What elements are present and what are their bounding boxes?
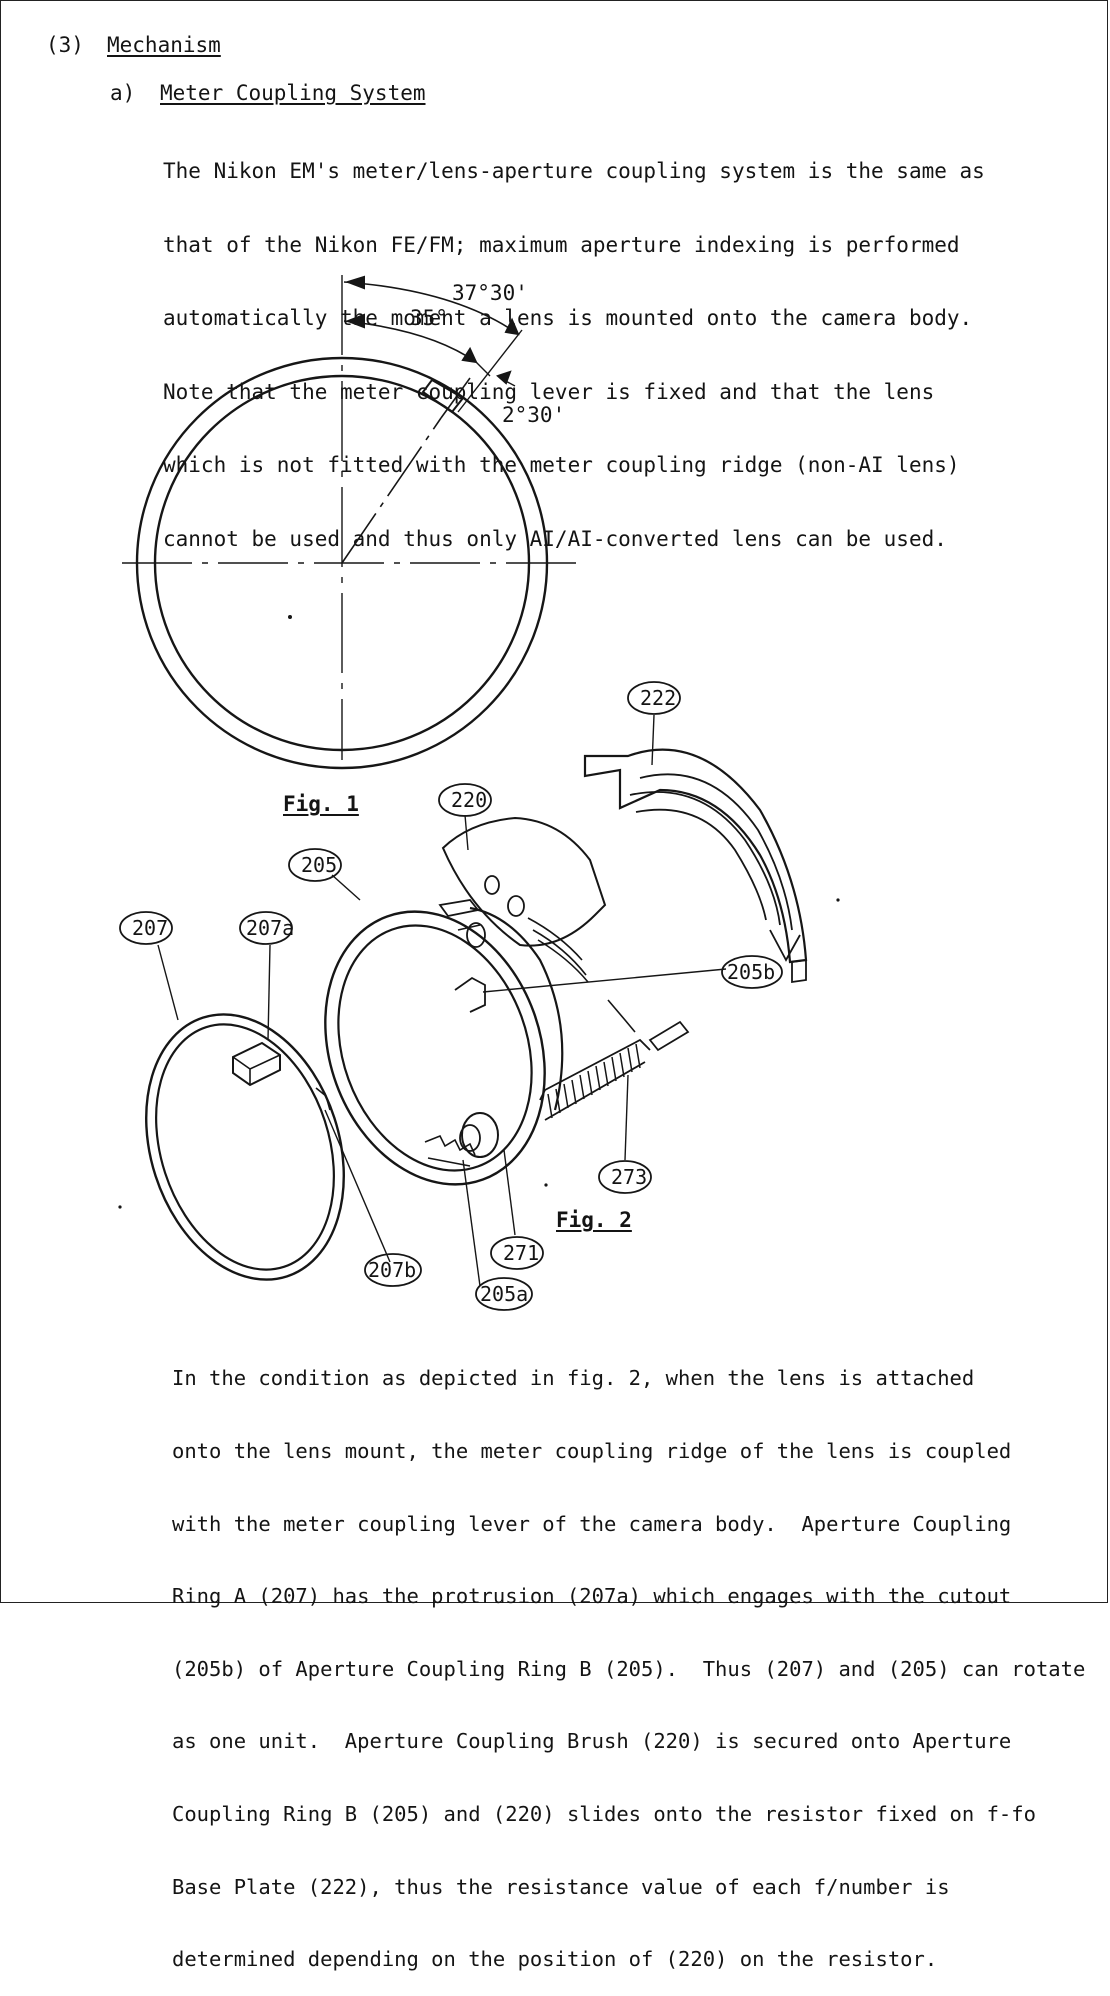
- subsection-label: a): [110, 81, 136, 105]
- body-line: as one unit. Aperture Coupling Brush (22…: [172, 1729, 1012, 1754]
- fig2-caption: Fig. 2: [556, 1208, 632, 1232]
- body-line: determined depending on the position of …: [172, 1947, 938, 1972]
- section-title: Mechanism: [107, 33, 221, 57]
- body-line: Coupling Ring B (205) and (220) slides o…: [172, 1802, 1036, 1827]
- fig1-diagram: [122, 275, 580, 770]
- arrow-head: [344, 275, 365, 290]
- callout-207: 207: [132, 916, 169, 940]
- intro-paragraph: The Nikon EM's meter/lens-aperture coupl…: [163, 110, 985, 576]
- body-paragraph: In the condition as depicted in fig. 2, …: [172, 1318, 1085, 1996]
- body-line: Base Plate (222), thus the resistance va…: [172, 1874, 950, 1899]
- arrow-head: [496, 370, 512, 385]
- callout-273: 273: [611, 1165, 648, 1189]
- dot: [288, 615, 292, 619]
- worm-gear-273: [539, 999, 690, 1121]
- fig2-diagram: [118, 681, 840, 1311]
- angle-35-label: 35°: [410, 306, 448, 330]
- arc-37-30: [343, 281, 519, 335]
- intro-line: Note that the meter coupling lever is fi…: [163, 379, 935, 404]
- body-line: with the meter coupling lever of the cam…: [172, 1511, 1012, 1536]
- intro-line: that of the Nikon FE/FM; maximum apertur…: [163, 232, 960, 257]
- callout-222: 222: [640, 686, 677, 710]
- callout-205: 205: [301, 853, 338, 877]
- arrow-head: [345, 313, 365, 329]
- coupling-lever: [421, 378, 465, 414]
- radial-line-ext: [440, 377, 471, 419]
- radial-line-35: [341, 417, 442, 564]
- body-line: (205b) of Aperture Coupling Ring B (205)…: [172, 1656, 1086, 1681]
- radial-line-37: [457, 329, 523, 413]
- subsection-title: Meter Coupling System: [160, 81, 426, 105]
- arrow-2-30: [475, 361, 491, 377]
- angle-37-30-label: 37°30': [452, 281, 528, 305]
- intro-line: cannot be used and thus only AI/AI-conve…: [163, 526, 947, 551]
- section-number: (3): [46, 33, 84, 57]
- callout-271: 271: [503, 1241, 540, 1265]
- body-line: In the condition as depicted in fig. 2, …: [172, 1366, 975, 1391]
- callout-207b: 207b: [368, 1258, 417, 1282]
- callout-207a: 207a: [246, 916, 295, 940]
- body-line: onto the lens mount, the meter coupling …: [172, 1439, 1012, 1464]
- callout-circles: [119, 681, 783, 1311]
- page-border: [0, 0, 1108, 1603]
- pinion-271: [424, 1112, 499, 1167]
- callout-220: 220: [451, 788, 488, 812]
- body-line: Ring A (207) has the protrusion (207a) w…: [172, 1584, 1012, 1609]
- callout-205b: 205b: [727, 960, 776, 984]
- figures-svg: [118, 275, 840, 1311]
- brush-220: [441, 816, 607, 983]
- ring-b-205: [324, 899, 564, 1186]
- base-plate-222: [583, 748, 808, 984]
- intro-line: which is not fitted with the meter coupl…: [163, 453, 960, 477]
- fig1-caption: Fig. 1: [283, 792, 359, 816]
- arrow-head: [461, 346, 478, 364]
- arrow-head: [504, 317, 520, 336]
- intro-line: The Nikon EM's meter/lens-aperture coupl…: [163, 159, 985, 183]
- angle-2-30-label: 2°30': [502, 403, 566, 427]
- callout-205a: 205a: [480, 1282, 529, 1306]
- ring-a-207: [145, 1013, 345, 1281]
- leader-lines: [157, 714, 727, 1287]
